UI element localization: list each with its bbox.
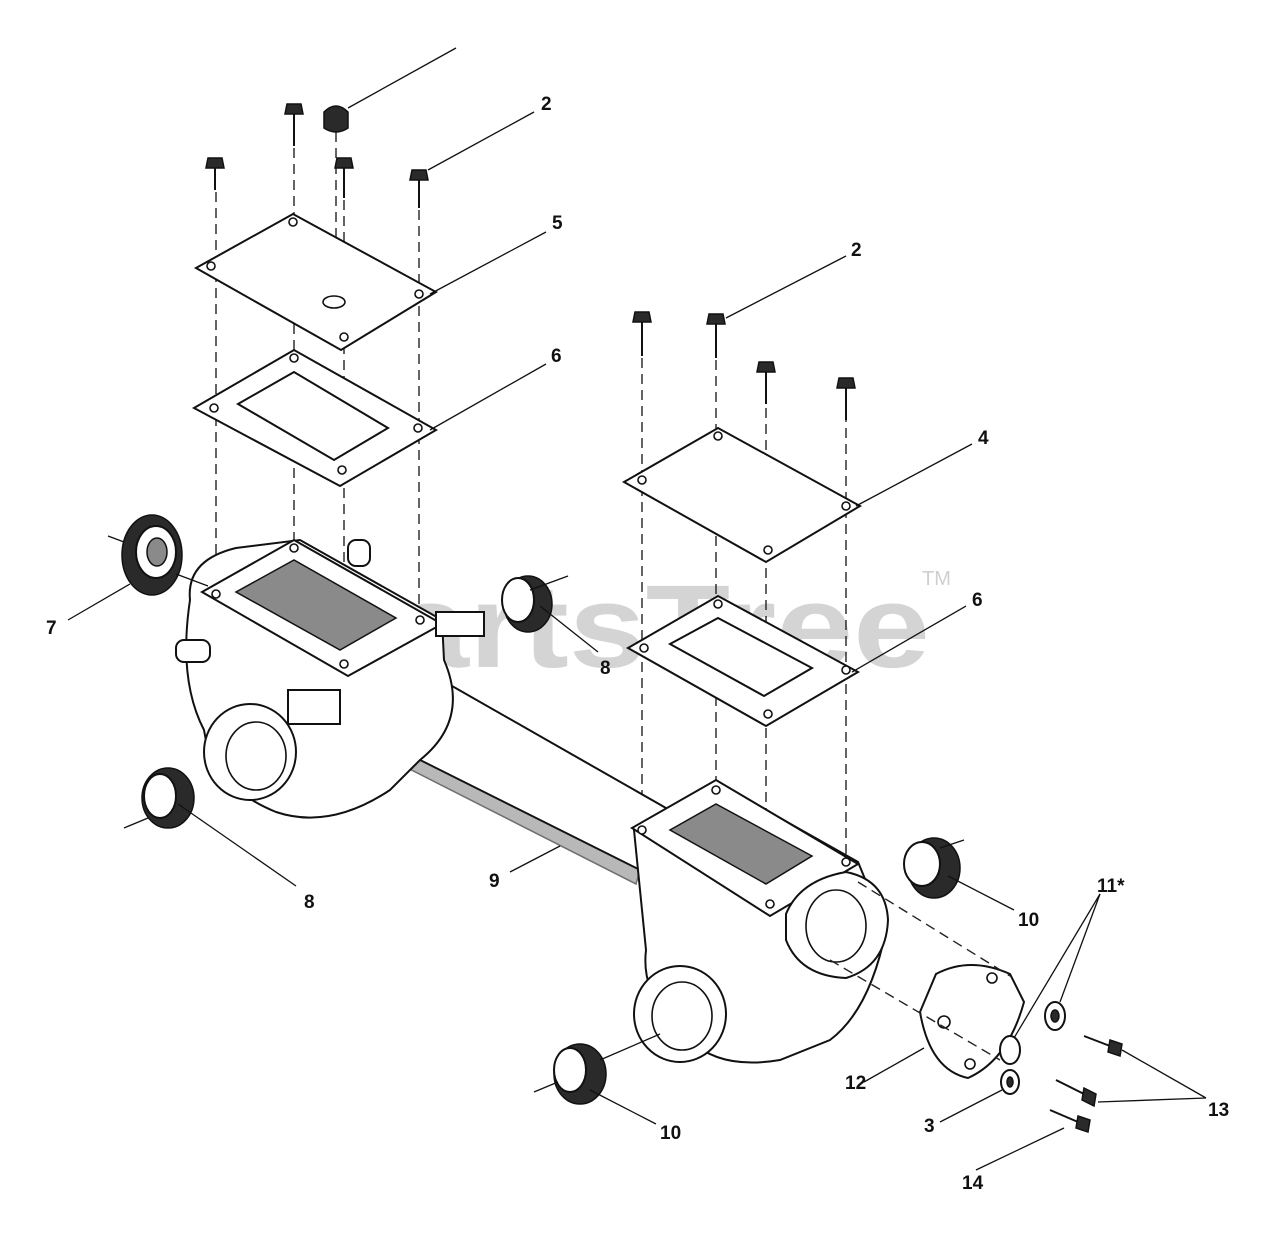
callout-9: 9 xyxy=(489,871,500,892)
bolt-left-1[interactable] xyxy=(205,157,225,190)
bushing-8-top[interactable] xyxy=(501,575,553,633)
cover-plate-4[interactable] xyxy=(621,426,863,564)
bolt-left-4[interactable] xyxy=(409,169,429,208)
leader-lines xyxy=(67,47,1207,1171)
screw-14[interactable] xyxy=(1049,1109,1091,1133)
callout-8-bottom: 8 xyxy=(304,892,315,913)
watermark-trademark: TM xyxy=(922,568,951,590)
callout-10-bottom: 10 xyxy=(660,1123,681,1144)
callout-2-left: 2 xyxy=(541,94,552,115)
gasket-6-left[interactable] xyxy=(191,348,439,488)
callout-6-left: 6 xyxy=(551,346,562,367)
callout-3: 3 xyxy=(924,1116,935,1137)
bushing-8-bottom[interactable] xyxy=(141,767,195,829)
callout-11: 11* xyxy=(1097,876,1125,897)
callout-12: 12 xyxy=(845,1073,866,1094)
axle-housing-9[interactable] xyxy=(175,538,890,1064)
screw-13-bottom[interactable] xyxy=(1055,1079,1097,1108)
lock-washer-3[interactable] xyxy=(1000,1069,1020,1095)
gasket-6-right[interactable] xyxy=(625,594,861,728)
washer-11-bottom[interactable] xyxy=(999,1035,1021,1065)
callout-6-right: 6 xyxy=(972,590,983,611)
callout-labels: 2 2 5 6 6 4 7 8 8 9 10 10 11* 12 3 13 14 xyxy=(46,94,1229,1194)
right-cover-assembly xyxy=(621,311,863,906)
callout-10-right: 10 xyxy=(1018,910,1039,931)
bushing-10-right[interactable] xyxy=(903,837,961,899)
callout-14: 14 xyxy=(962,1173,984,1194)
callout-2-right: 2 xyxy=(851,240,862,261)
bolt-right-4[interactable] xyxy=(836,377,856,420)
bolt-left-2[interactable] xyxy=(284,103,304,146)
callout-4: 4 xyxy=(978,428,989,449)
callout-13: 13 xyxy=(1208,1100,1229,1121)
callout-8-top: 8 xyxy=(600,658,611,679)
callout-7: 7 xyxy=(46,618,57,639)
bolt-right-1[interactable] xyxy=(632,311,652,356)
bolt-left-3[interactable] xyxy=(334,157,354,198)
bearing-7[interactable] xyxy=(121,514,183,596)
bushing-10-bottom[interactable] xyxy=(553,1043,607,1105)
cover-plate-5[interactable] xyxy=(193,212,438,352)
screw-13-top[interactable] xyxy=(1083,1035,1123,1057)
washer-11-top[interactable] xyxy=(1044,1001,1066,1031)
bolt-right-2[interactable] xyxy=(706,313,726,358)
left-cover-assembly xyxy=(191,103,439,662)
drain-plug[interactable] xyxy=(323,105,349,133)
callout-5: 5 xyxy=(552,213,563,234)
bolt-right-3[interactable] xyxy=(756,361,776,404)
